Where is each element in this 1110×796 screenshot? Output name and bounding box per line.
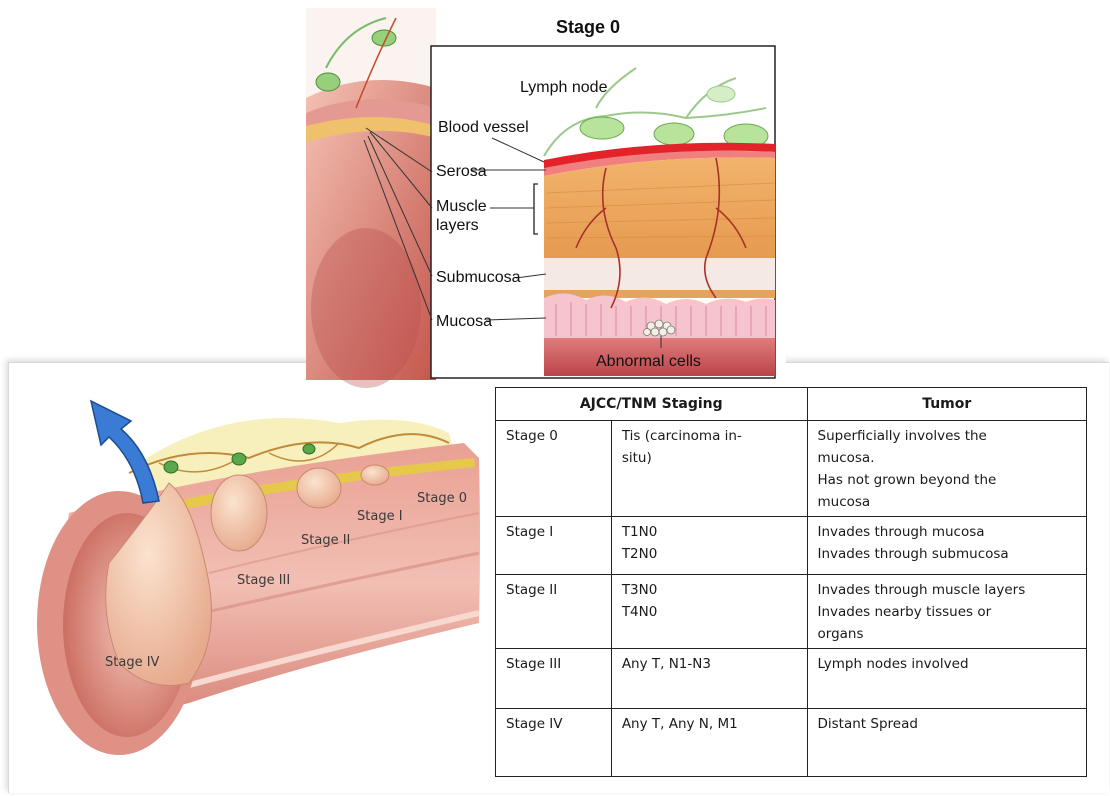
blood-vessel-label: Blood vessel: [438, 118, 529, 137]
tnm-cell: T3N0 T4N0: [611, 575, 807, 649]
tnm-line: Tis (carcinoma in-: [622, 425, 799, 447]
tnm-line: Any T, N1-N3: [622, 653, 799, 675]
tumor-cell: Invades through mucosa Invades through s…: [807, 517, 1087, 575]
tumor-line: Invades through mucosa: [818, 521, 1079, 543]
tumor-cell: Invades through muscle layers Invades ne…: [807, 575, 1087, 649]
serosa-label: Serosa: [436, 162, 487, 181]
submucosa-label: Submucosa: [436, 268, 521, 287]
tnm-line: T4N0: [622, 601, 799, 623]
abnormal-cells-label: Abnormal cells: [596, 352, 701, 371]
tnm-line: T1N0: [622, 521, 799, 543]
muscle-layers-label-2: layers: [436, 216, 479, 235]
stage-cell: Stage IV: [496, 709, 612, 777]
tnm-line: Any T, Any N, M1: [622, 713, 799, 735]
header-ajcc-tnm-staging: AJCC/TNM Staging: [496, 388, 808, 421]
tumor-line: Has not grown beyond the: [818, 469, 1079, 491]
stage-cell: Stage II: [496, 575, 612, 649]
header-tumor: Tumor: [807, 388, 1087, 421]
stage-cell: Stage 0: [496, 421, 612, 517]
tumor-line: Invades nearby tissues or: [818, 601, 1079, 623]
tumor-line: Invades through submucosa: [818, 543, 1079, 565]
mucosa-label: Mucosa: [436, 312, 492, 331]
tumor-line: Superficially involves the: [818, 425, 1079, 447]
inset-title: Stage 0: [556, 17, 620, 38]
tumor-cell: Distant Spread: [807, 709, 1087, 777]
tumor-cell: Lymph nodes involved: [807, 649, 1087, 709]
table-header-row: AJCC/TNM Staging Tumor: [496, 388, 1087, 421]
tumor-line: Lymph nodes involved: [818, 653, 1079, 675]
colon-stage-i-label: Stage I: [357, 509, 403, 524]
table-row: Stage I T1N0 T2N0 Invades through mucosa…: [496, 517, 1087, 575]
table-row: Stage 0 Tis (carcinoma in- situ) Superfi…: [496, 421, 1087, 517]
table-row: Stage III Any T, N1-N3 Lymph nodes invol…: [496, 649, 1087, 709]
tumor-line: Distant Spread: [818, 713, 1079, 735]
tumor-cell: Superficially involves the mucosa. Has n…: [807, 421, 1087, 517]
stage-cell: Stage III: [496, 649, 612, 709]
muscle-layers-label-1: Muscle: [436, 197, 487, 216]
tnm-cell: Tis (carcinoma in- situ): [611, 421, 807, 517]
colon-stage-0-label: Stage 0: [417, 491, 467, 506]
colon-stage-ii-label: Stage II: [301, 533, 350, 548]
tnm-cell: Any T, Any N, M1: [611, 709, 807, 777]
tumor-line: mucosa: [818, 491, 1079, 513]
tnm-line: T2N0: [622, 543, 799, 565]
tnm-cell: T1N0 T2N0: [611, 517, 807, 575]
staging-slide-panel: Stage 0 Stage I Stage II Stage III Stage…: [8, 362, 1109, 793]
table-row: Stage IV Any T, Any N, M1 Distant Spread: [496, 709, 1087, 777]
stage-cell: Stage I: [496, 517, 612, 575]
tumor-line: organs: [818, 623, 1079, 645]
colon-stage-iv-label: Stage IV: [105, 655, 159, 670]
tnm-line: situ): [622, 447, 799, 469]
tnm-line: T3N0: [622, 579, 799, 601]
stage-0-cross-section-illustration: [306, 8, 786, 380]
tumor-line: mucosa.: [818, 447, 1079, 469]
lymph-node-label: Lymph node: [520, 78, 607, 97]
colon-stage-iii-label: Stage III: [237, 573, 290, 588]
tumor-line: Invades through muscle layers: [818, 579, 1079, 601]
tnm-cell: Any T, N1-N3: [611, 649, 807, 709]
ajcc-tnm-staging-table: AJCC/TNM Staging Tumor Stage 0 Tis (carc…: [495, 387, 1087, 777]
table-row: Stage II T3N0 T4N0 Invades through muscl…: [496, 575, 1087, 649]
